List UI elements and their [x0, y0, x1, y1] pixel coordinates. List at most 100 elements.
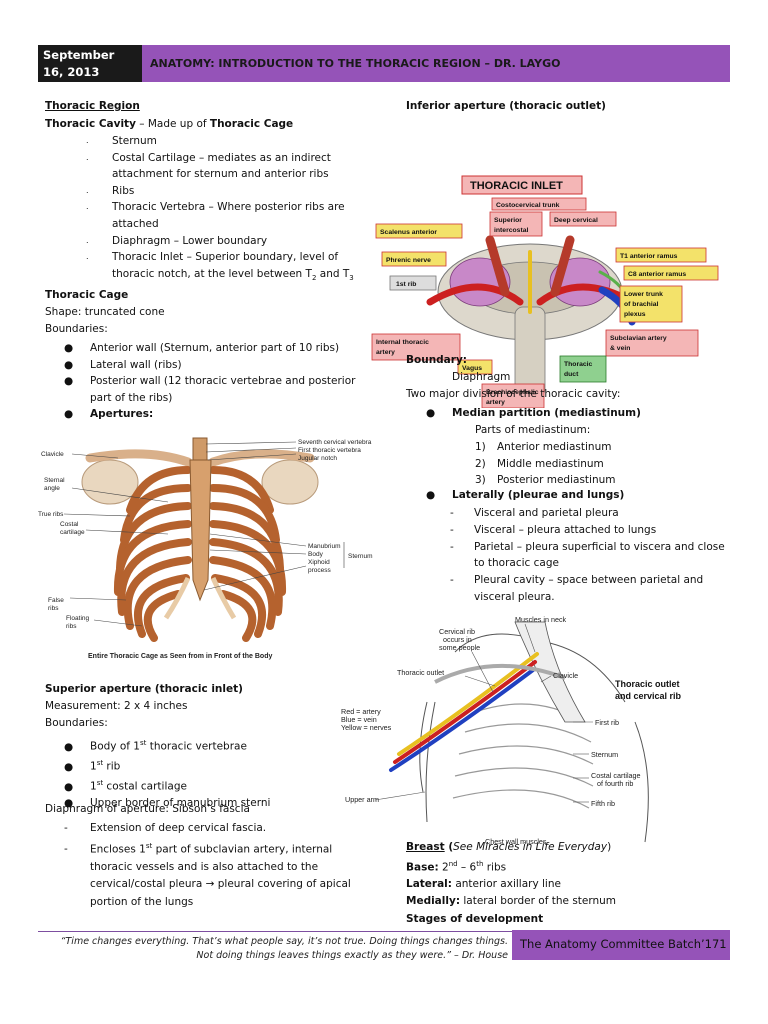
footer-divider: [38, 931, 512, 932]
label-legend-blue: Blue = vein: [341, 715, 377, 724]
label-true-ribs: True ribs: [38, 511, 64, 518]
list-item: -Pleural cavity – space between parietal…: [450, 574, 704, 587]
list-item-continued: visceral pleura.: [474, 590, 555, 603]
cavity-list: .Sternum .Costal Cartilage – mediates as…: [86, 133, 354, 286]
label-subclavian: Subclavian artery: [610, 335, 667, 342]
label-cervical-rib: Cervical rib: [439, 627, 475, 636]
superior-aperture-heading: Superior aperture (thoracic inlet): [45, 683, 243, 695]
diaphragm-aperture: Diaphragm of aperture: Sibson’s fascia: [45, 803, 250, 815]
svg-text:of fourth rib: of fourth rib: [597, 779, 633, 788]
dash-list: -Extension of deep cervical fascia. -Enc…: [64, 820, 351, 911]
thoracic-outlet-figure: Cervical rib occurs in some people Muscl…: [341, 615, 682, 846]
label-clavicle: Clavicle: [41, 451, 64, 458]
list-item: ●1st costal cartilage: [64, 779, 187, 793]
label-clavicle-outlet: Clavicle: [553, 671, 578, 680]
inlet-title: THORACIC INLET: [470, 180, 563, 192]
list-item: -Extension of deep cervical fascia.: [64, 822, 267, 834]
label-sternum: Sternum: [348, 553, 373, 560]
breast-stages: Stages of development: [406, 913, 544, 925]
breast-heading: Breast (See Miracles in Life Everyday): [406, 841, 612, 853]
label-first-rib-outlet: First rib: [595, 718, 619, 727]
list-item: .Thoracic Vertebra – Where posterior rib…: [86, 201, 345, 214]
list-item-continued: thoracic notch, at the level between T2 …: [112, 267, 354, 282]
list-item-continued: thoracic vessels and is also attached to…: [90, 860, 319, 873]
two-major-division: Two major division of the thoracic cavit…: [406, 388, 621, 400]
label-brachiocephalic: Brachiocephalic: [486, 389, 539, 396]
thoracic-inlet-figure: THORACIC INLET Costocervical trunk Super…: [371, 175, 719, 408]
cage-list: ●Anterior wall (Sternum, anterior part o…: [64, 340, 355, 423]
label-chest-wall: Chest wall muscles: [485, 837, 547, 846]
breast-base: Base: 2nd – 6th ribs: [406, 860, 507, 874]
svg-text:intercostal: intercostal: [494, 227, 528, 234]
median-partition: ●Median partition (mediastinum): [426, 407, 641, 419]
list-item: ●1st rib: [64, 759, 121, 773]
list-item: .Thoracic Inlet – Superior boundary, lev…: [86, 251, 339, 264]
svg-text:plexus: plexus: [624, 311, 646, 318]
superior-measurement: Measurement: 2 x 4 inches: [45, 700, 188, 712]
svg-text:occurs in: occurs in: [443, 635, 472, 644]
superior-boundaries: Boundaries:: [45, 717, 108, 729]
label-upper-arm: Upper arm: [345, 795, 379, 804]
list-item-continued: attachment for sternum and anterior ribs: [112, 168, 329, 181]
list-item: 2)Middle mediastinum: [475, 457, 604, 470]
label-thoracic-duct: Thoracic: [564, 361, 593, 368]
list-item: ●Lateral wall (ribs): [64, 358, 182, 371]
header-date: September 16, 2013: [38, 45, 142, 82]
label-first-tv: First thoracic vertebra: [298, 447, 361, 454]
label-floating-ribs: Floating: [66, 615, 90, 622]
label-deep-cervical: Deep cervical: [554, 217, 598, 224]
label-internal-thoracic: Internal thoracic: [376, 339, 429, 346]
list-item: ●Anterior wall (Sternum, anterior part o…: [64, 342, 340, 354]
parts-list: 1)Anterior mediastinum 2)Middle mediasti…: [475, 439, 616, 489]
svg-text:cartilage: cartilage: [60, 529, 85, 536]
label-costal-cartilage: Costal: [60, 521, 79, 528]
thoracic-cage-figure: Clavicle Sternal angle True ribs Costal …: [38, 437, 373, 660]
label-legend-red: Red = artery: [341, 707, 381, 716]
superior-list: ●Body of 1st thoracic vertebrae ●1st rib…: [64, 735, 270, 812]
list-item: 3)Posterior mediastinum: [475, 474, 616, 487]
label-legend-yellow: Yellow = nerves: [341, 723, 392, 732]
label-superior-intercostal: Superior: [494, 217, 522, 224]
label-thoracic-outlet: Thoracic outlet: [397, 668, 444, 677]
label-t1-anterior: T1 anterior ramus: [620, 253, 678, 260]
footer-batch: The Anatomy Committee Batch’171: [520, 937, 727, 951]
list-item: -Parietal – pleura superficial to viscer…: [450, 540, 725, 553]
list-item-continued: attached: [112, 217, 159, 230]
page-title: ANATOMY: INTRODUCTION TO THE THORACIC RE…: [150, 57, 561, 70]
boundary-label: Boundary:: [406, 354, 467, 366]
label-costocervical: Costocervical trunk: [496, 202, 560, 209]
list-item-continued: to thoracic cage: [474, 557, 559, 570]
list-item-continued: cervical/costal pleura → pleural coverin…: [90, 878, 351, 890]
svg-text:ribs: ribs: [48, 605, 59, 612]
cage-boundaries: Boundaries:: [45, 323, 108, 335]
list-item: ●Posterior wall (12 thoracic vertebrae a…: [64, 375, 356, 388]
lateral-list: -Visceral and parietal pleura -Visceral …: [450, 505, 725, 606]
list-item: .Ribs: [86, 184, 135, 197]
list-item-continued: part of the ribs): [90, 391, 173, 404]
list-item-continued: portion of the lungs: [90, 895, 194, 908]
thoracic-cage-heading: Thoracic Cage: [45, 289, 129, 301]
list-item: .Sternum: [86, 135, 157, 147]
label-seventh-cv: Seventh cervical vertebra: [298, 439, 372, 446]
list-item: .Costal Cartilage – mediates as an indir…: [86, 151, 331, 164]
svg-text:and cervical rib: and cervical rib: [615, 691, 682, 701]
list-item: -Encloses 1st part of subclavian artery,…: [64, 841, 333, 856]
svg-text:some people: some people: [439, 643, 480, 652]
list-item: ●Upper border of manubrium sterni: [64, 797, 271, 810]
boundary-value: Diaphragm: [452, 371, 511, 383]
list-item: .Diaphragm – Lower boundary: [86, 234, 268, 247]
svg-text:angle: angle: [44, 485, 60, 492]
list-item: 1)Anterior mediastinum: [475, 441, 612, 453]
header-bar: [142, 45, 730, 82]
svg-text:& vein: & vein: [610, 345, 630, 352]
label-scalenus: Scalenus anterior: [380, 229, 437, 236]
label-jugular: Jugular notch: [298, 455, 337, 462]
label-c8-anterior: C8 anterior ramus: [628, 271, 686, 278]
svg-text:process: process: [308, 567, 332, 574]
svg-text:artery: artery: [486, 399, 505, 406]
laterally-heading: ●Laterally (pleurae and lungs): [426, 489, 625, 501]
label-manubrium: Manubrium: [308, 543, 341, 550]
list-item: -Visceral – pleura attached to lungs: [450, 523, 657, 536]
outlet-figure-title: Thoracic outlet: [615, 679, 680, 689]
svg-text:ribs: ribs: [66, 623, 77, 630]
